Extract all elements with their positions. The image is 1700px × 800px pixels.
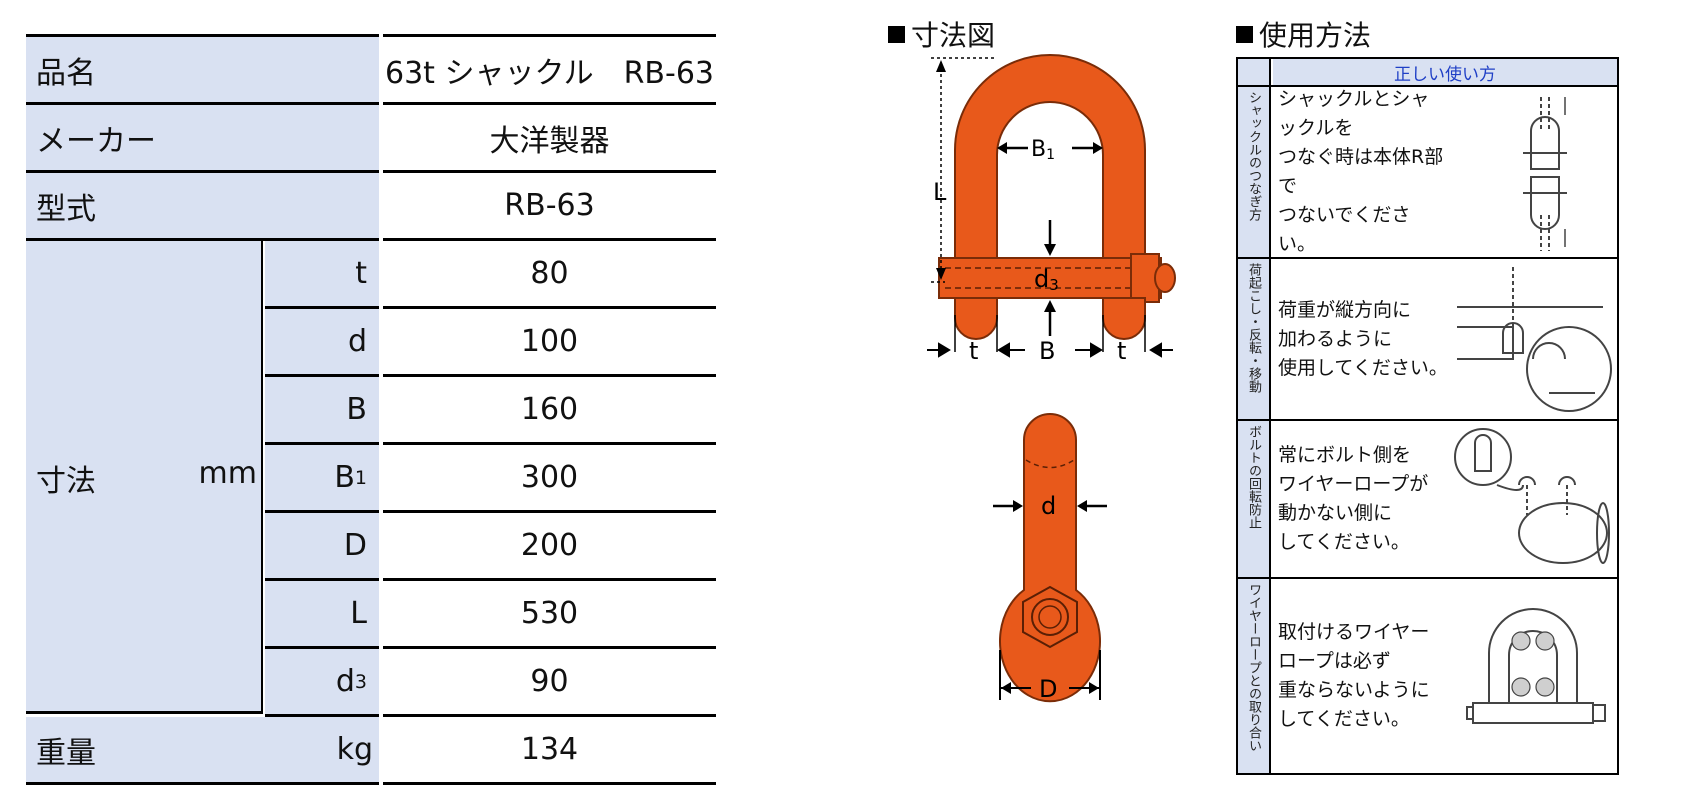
dim-label-t-right: t	[1117, 337, 1126, 365]
dim-symbol-B1-sub: 1	[354, 466, 367, 489]
wire-rope-illustration	[1466, 608, 1606, 724]
dim-label-D: D	[1039, 675, 1057, 703]
weight-label-cell: 重量 kg	[26, 717, 379, 785]
dim-symbol-D: D	[265, 513, 379, 581]
weight-unit: kg	[336, 732, 373, 767]
dimensions-label-cell: 寸法 mm	[26, 241, 263, 714]
pin-hidden-lines	[945, 267, 1155, 289]
dim-arrows-t-B-t	[927, 342, 1173, 358]
dim-symbol-t: t	[265, 241, 379, 309]
table-row-L: 530	[26, 581, 716, 649]
diagram-heading: 寸法図	[888, 14, 995, 54]
dim-value-B: 160	[383, 377, 716, 445]
usage-row-text: 常にボルト側を ワイヤーロープが 動かない側に してください。	[1278, 421, 1448, 577]
weight-label: 重量	[36, 735, 96, 771]
usage-column-title: 正しい使い方	[1273, 59, 1617, 85]
usage-header-corner	[1238, 59, 1271, 85]
dim-symbol-d: d	[265, 309, 379, 377]
usage-row-text-content: 常にボルト側を ワイヤーロープが 動かない側に してください。	[1278, 444, 1429, 553]
weight-value: 134	[383, 717, 716, 785]
dim-symbol-d3-sub: 3	[354, 670, 367, 693]
dim-line-D	[999, 650, 1101, 700]
table-row-model: 型式 RB-63	[26, 173, 716, 241]
table-row-maker: メーカー 大洋製器	[26, 105, 716, 173]
usage-table-header: 正しい使い方	[1238, 59, 1617, 87]
dim-symbol-B: B	[265, 377, 379, 445]
dim-label-B: B	[1039, 337, 1055, 365]
diagram-heading-text: 寸法図	[911, 19, 996, 52]
usage-row-text-content: 取付けるワイヤー ロープは必ず 重ならないように してください。	[1278, 621, 1430, 730]
square-bullet-icon	[1236, 26, 1253, 43]
usage-row: シャックルのつなぎ方 シャックルとシャックルを つなぐ時は本体R部で つないでく…	[1238, 87, 1617, 259]
dim-arrows-D	[1001, 682, 1099, 694]
side-view-pin-end	[1031, 598, 1069, 636]
usage-row-side-label: ボルトの回転防止	[1238, 421, 1271, 577]
usage-heading-text: 使用方法	[1259, 19, 1372, 52]
table-row-B1: 300	[26, 445, 716, 513]
dimensions-label: 寸法	[36, 464, 96, 499]
usage-row-side-label: シャックルのつなぎ方	[1238, 87, 1271, 257]
shackle-dimension-diagram: L B1 d3 t B t d D	[927, 54, 1176, 703]
usage-row: ワイヤーロープとの取り合い 取付けるワイヤー ロープは必ず 重ならないように し…	[1238, 579, 1617, 773]
dimensions-unit: mm	[198, 456, 257, 491]
dim-line-t-B-t	[954, 315, 1146, 352]
shackle-leg-left	[954, 297, 998, 340]
usage-row: 荷起こし・反転・移動 荷重が縦方向に 加わるように 使用してください。	[1238, 259, 1617, 421]
usage-row-text-content: 荷重が縦方向に 加わるように 使用してください。	[1278, 298, 1448, 379]
spec-table: 品名 63t シャックル RB-63 メーカー 大洋製器 型式 RB-63 寸法…	[26, 34, 716, 785]
dim-value-D: 200	[383, 513, 716, 581]
dim-value-t: 80	[383, 241, 716, 309]
usage-row-text: 取付けるワイヤー ロープは必ず 重ならないように してください。	[1278, 579, 1448, 773]
table-row-B: 160	[26, 377, 716, 445]
usage-row-text-content: シャックルとシャックルを つなぐ時は本体R部で つないでください。	[1278, 88, 1444, 255]
maker-label: メーカー	[26, 105, 379, 173]
maker-value: 大洋製器	[383, 105, 716, 173]
pin-cotter	[1154, 263, 1176, 293]
usage-row-text: シャックルとシャックルを つなぐ時は本体R部で つないでください。	[1278, 87, 1448, 257]
side-view-hidden-line	[1025, 459, 1075, 469]
model-value: RB-63	[383, 173, 716, 241]
square-bullet-icon	[888, 26, 905, 43]
shackle-leg-right	[1102, 297, 1146, 340]
dim-line-L	[931, 57, 995, 283]
dim-label-B1: B1	[1031, 137, 1055, 163]
table-row-t: 80	[26, 241, 716, 309]
table-row-d3: 90	[26, 649, 716, 717]
usage-row-text: 荷重が縦方向に 加わるように 使用してください。	[1278, 259, 1448, 419]
usage-heading: 使用方法	[1236, 14, 1371, 54]
bolt-rotation-illustration	[1454, 428, 1610, 564]
table-top-border	[383, 34, 716, 37]
table-row-product: 品名 63t シャックル RB-63	[26, 37, 716, 105]
dim-value-d3: 90	[383, 649, 716, 717]
dim-arrowhead-d3-top	[1044, 244, 1056, 256]
shackle-chain-illustration	[1523, 97, 1567, 251]
dim-value-d: 100	[383, 309, 716, 377]
usage-table: 正しい使い方 シャックルのつなぎ方 シャックルとシャックルを つなぐ時は本体R部…	[1236, 57, 1619, 775]
product-name-label: 品名	[26, 37, 379, 105]
table-row-d: 100	[26, 309, 716, 377]
model-label: 型式	[26, 173, 379, 241]
shackle-side-view	[999, 413, 1101, 703]
load-lifting-illustration	[1457, 267, 1612, 412]
usage-row-side-label: ワイヤーロープとの取り合い	[1238, 579, 1271, 773]
usage-row-side-label: 荷起こし・反転・移動	[1238, 259, 1271, 419]
dim-value-B1: 300	[383, 445, 716, 513]
dim-label-d: d	[1041, 492, 1056, 520]
table-top-border	[26, 34, 379, 37]
dim-label-L: L	[933, 178, 947, 206]
dim-arrowhead-d3-bottom	[1044, 300, 1056, 312]
table-row-D: 200	[26, 513, 716, 581]
dim-symbol-L: L	[265, 581, 379, 649]
dim-value-L: 530	[383, 581, 716, 649]
shackle-pin	[938, 257, 1162, 299]
usage-row: ボルトの回転防止 常にボルト側を ワイヤーロープが 動かない側に してください。	[1238, 421, 1617, 579]
dim-label-t-left: t	[969, 337, 978, 365]
side-view-pin-inner	[1038, 605, 1062, 629]
table-row-weight: 重量 kg 134	[26, 717, 716, 785]
product-name-value: 63t シャックル RB-63	[383, 37, 716, 105]
shackle-bow	[954, 54, 1146, 261]
